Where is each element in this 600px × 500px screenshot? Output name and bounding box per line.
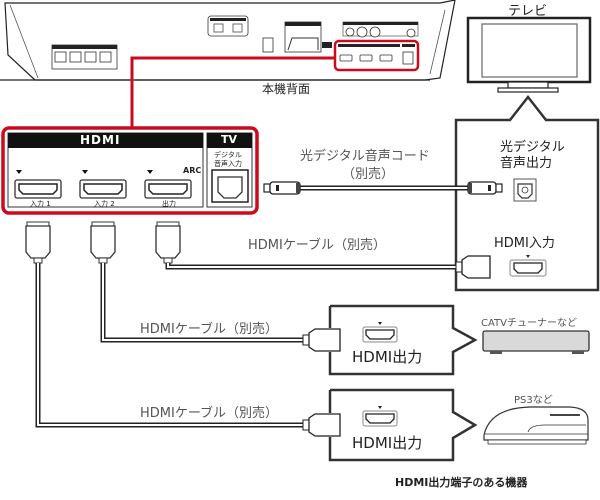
- tv-label: テレビ: [508, 4, 548, 19]
- arc-label: ARC: [183, 166, 202, 175]
- optical-out-jack-icon: [513, 178, 537, 202]
- tv-header: TV: [221, 133, 238, 146]
- rear-hdmi-highlight: [333, 39, 420, 72]
- ps3-callout-box: [328, 388, 478, 462]
- hdmi-cable-catv-label: HDMIケーブル（別売）: [140, 322, 279, 337]
- tv-hdmi-in-jack-icon: [509, 255, 547, 277]
- hdmi-cable-ps3-label: HDMIケーブル（別売）: [140, 406, 279, 421]
- ps3-illustration: [483, 406, 589, 445]
- optical-cable: [263, 181, 503, 195]
- tv-hdmi-in-label: HDMI入力: [494, 236, 555, 251]
- catv-callout-box: [328, 304, 478, 376]
- antenna-terminals: [342, 21, 419, 38]
- optical-in-label-1: デジタル: [214, 151, 242, 159]
- tv-optical-out-label-1: 光デジタル: [500, 140, 565, 155]
- catv-hdmi-out-label: HDMI出力: [352, 348, 423, 366]
- ps3-hdmi-out-label: HDMI出力: [352, 434, 423, 452]
- hdmi-port-in1-icon: [14, 170, 62, 199]
- wireless-terminals: [207, 15, 249, 37]
- hdmi-header: HDMI: [80, 133, 121, 147]
- connector-panel: [1, 126, 259, 215]
- hdmi-cable-ps3: [35, 263, 341, 437]
- tv-illustration: [466, 16, 592, 93]
- port-label-in2: 入力 2: [94, 200, 115, 208]
- lan-port: [284, 21, 332, 53]
- speaker-terminals: [51, 44, 118, 70]
- ps3-device-label: PS3など: [514, 395, 553, 406]
- usb-port: [262, 37, 274, 53]
- highlight-leader-line: [130, 56, 335, 128]
- catv-device-label: CATVチューナーなど: [481, 318, 577, 329]
- port-label-out: 出力: [162, 200, 176, 208]
- port-label-in1: 入力 1: [30, 200, 51, 208]
- diagram-caption: HDMI出力端子のある機器: [395, 476, 528, 489]
- hdmi-cable-catv: [100, 263, 341, 352]
- optical-cable-sold-separately: （別売）: [342, 167, 395, 182]
- rear-panel-label: 本機背面: [262, 82, 311, 96]
- hdmi-cable-to-tv: [165, 255, 491, 279]
- optical-cable-label: 光デジタル音声コード: [300, 149, 430, 164]
- unit-rear-illustration: [0, 0, 456, 81]
- hdmi-cable-tv-label: HDMIケーブル（別売）: [248, 238, 387, 253]
- optical-in-jack-icon: [211, 169, 249, 203]
- tv-optical-out-label-2: 音声出力: [500, 156, 553, 171]
- optical-in-label-2: 音声入力: [214, 160, 242, 168]
- hdmi-port-in2-icon: [79, 170, 127, 199]
- hdmi-plugs-top: [25, 221, 181, 264]
- catv-tuner-illustration: [482, 330, 590, 354]
- hdmi-port-out-icon: [144, 170, 192, 199]
